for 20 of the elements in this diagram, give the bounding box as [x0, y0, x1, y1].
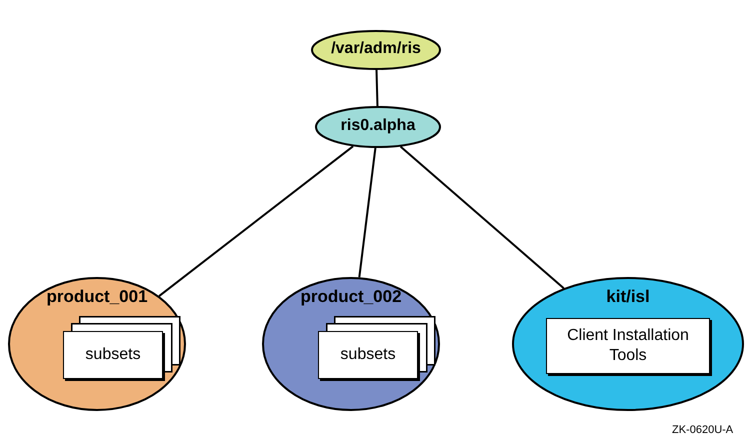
ellipse-node — [315, 106, 441, 148]
document-stack — [318, 316, 436, 382]
node-title: kit/isl — [605, 287, 651, 307]
ellipse-node — [262, 277, 440, 411]
ellipse-node — [512, 277, 744, 411]
node-title: product_002 — [299, 287, 403, 307]
connector-line — [358, 148, 376, 278]
document-stack — [63, 316, 181, 382]
figure-code: ZK-0620U-A — [672, 424, 734, 436]
node-text: subsets — [63, 331, 163, 379]
process-box: Client Installation Tools — [546, 318, 710, 374]
connector-line — [400, 146, 564, 289]
node-title: ris0.alpha — [340, 117, 416, 135]
node-title: /var/adm/ris — [330, 40, 422, 58]
connector-line — [376, 70, 378, 106]
ellipse-node — [8, 277, 186, 411]
node-title: product_001 — [45, 287, 149, 307]
connector-line — [158, 145, 354, 297]
ellipse-node — [311, 30, 441, 70]
node-text: subsets — [318, 331, 418, 379]
